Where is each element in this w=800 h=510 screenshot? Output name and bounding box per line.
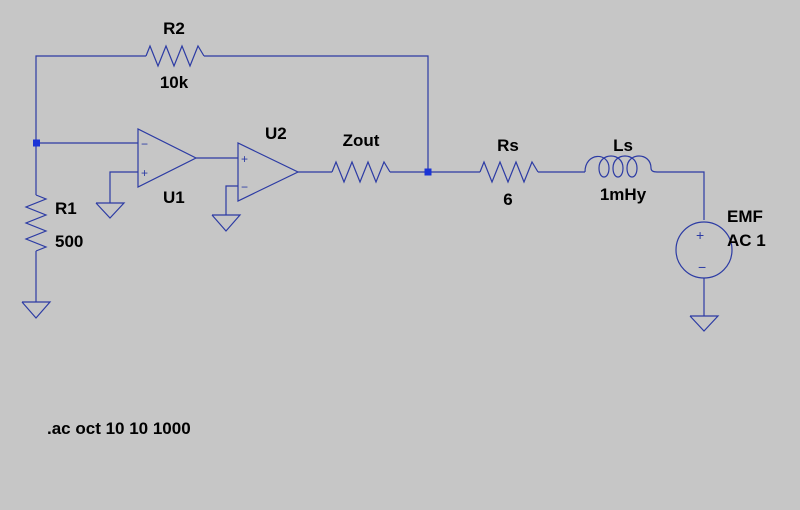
opamp-u2[interactable]: + − xyxy=(237,142,300,202)
junction-dot-zout xyxy=(424,168,432,176)
ground-symbol-u2 xyxy=(211,214,242,232)
wire-ls-emf xyxy=(659,171,705,220)
svg-text:+: + xyxy=(696,227,704,243)
rs-value-label: 6 xyxy=(503,190,512,209)
inductor-ls[interactable] xyxy=(584,155,660,178)
svg-text:−: − xyxy=(241,180,248,194)
r1-value-label: 500 xyxy=(55,232,83,251)
r2-value-label: 10k xyxy=(160,73,189,92)
ground-symbol-emf xyxy=(689,315,720,332)
junction-dot-r1 xyxy=(33,139,40,147)
voltage-source-emf[interactable]: + − xyxy=(675,221,733,279)
resistor-rs[interactable] xyxy=(479,160,539,184)
ground-symbol-u1 xyxy=(95,202,126,219)
r2-ref-label: R2 xyxy=(163,19,185,38)
svg-text:−: − xyxy=(698,259,706,275)
r1-ref-label: R1 xyxy=(55,199,77,218)
wire-feedback xyxy=(35,55,429,172)
ground-symbol-r1 xyxy=(21,301,52,319)
emf-value-label: AC 1 xyxy=(727,231,766,250)
svg-text:+: + xyxy=(241,152,248,166)
svg-text:+: + xyxy=(141,166,148,180)
opamp-u1[interactable]: − + xyxy=(137,128,198,188)
u1-ref-label: U1 xyxy=(163,188,185,207)
rs-ref-label: Rs xyxy=(497,136,519,155)
resistor-r1[interactable] xyxy=(24,194,48,252)
ls-ref-label: Ls xyxy=(613,136,633,155)
u2-ref-label: U2 xyxy=(265,124,287,143)
zout-ref-label: Zout xyxy=(343,131,380,150)
ls-value-label: 1mHy xyxy=(600,185,647,204)
resistor-zout[interactable] xyxy=(331,160,391,184)
svg-text:−: − xyxy=(141,137,148,151)
emf-ref-label: EMF xyxy=(727,207,763,226)
wire-u2-feedback xyxy=(225,185,238,215)
spice-directive[interactable]: .ac oct 10 10 1000 xyxy=(47,419,191,438)
resistor-r2[interactable] xyxy=(145,44,205,68)
wire-u1-noninverting xyxy=(109,171,138,203)
